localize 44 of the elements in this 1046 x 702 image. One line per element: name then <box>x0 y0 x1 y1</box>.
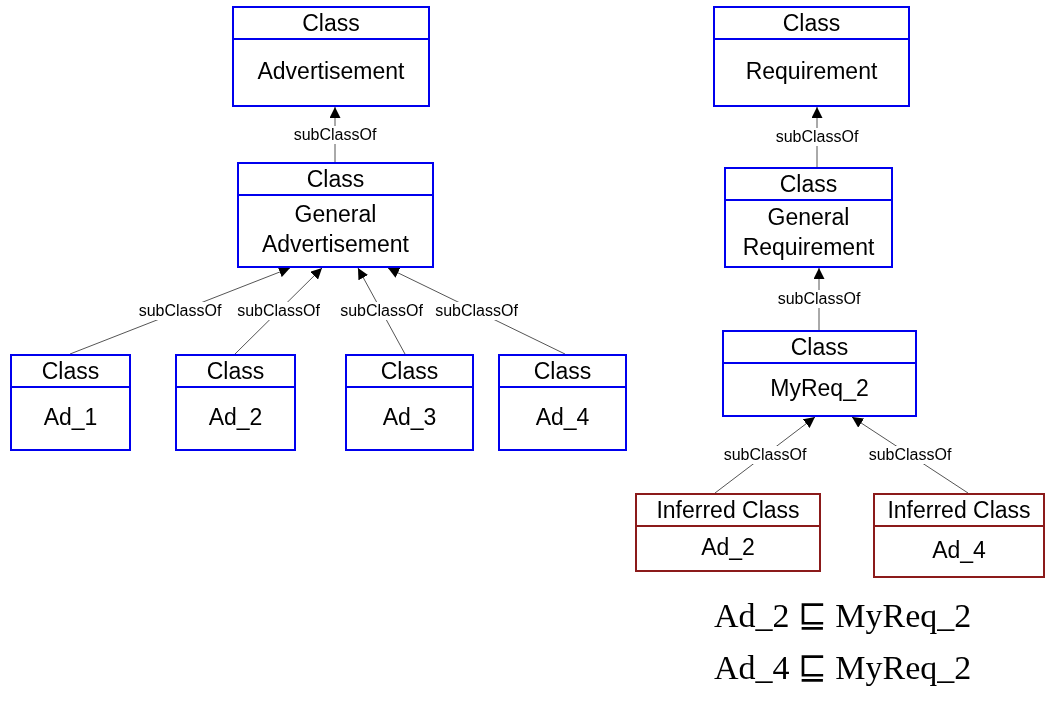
class-box <box>345 354 474 451</box>
class-stereotype: Class <box>782 10 841 36</box>
class-name: MyReq_2 <box>770 373 869 403</box>
class-name: Ad_2 <box>208 402 263 432</box>
class-box <box>713 6 910 107</box>
class-name: Advertisement <box>257 56 405 86</box>
edge-label: subClassOf <box>866 446 954 464</box>
class-name: Requirement <box>745 56 878 86</box>
class-box <box>873 493 1045 578</box>
class-stereotype: Class <box>533 358 592 384</box>
class-name: General Advertisement <box>261 200 410 259</box>
edge-label: subClassOf <box>773 128 861 146</box>
class-name: Ad_4 <box>932 535 986 565</box>
class-box <box>498 354 627 451</box>
class-stereotype: Class <box>790 334 849 360</box>
class-stereotype: Class <box>380 358 439 384</box>
class-name: Ad_2 <box>701 532 755 562</box>
subsumption-formula: Ad_2 ⊑ MyReq_2 <box>714 596 972 636</box>
class-stereotype: Class <box>206 358 265 384</box>
class-stereotype: Inferred Class <box>887 497 1031 523</box>
edge-label: subClassOf <box>136 302 224 320</box>
class-stereotype: Class <box>779 171 838 197</box>
class-name: Ad_4 <box>535 402 590 432</box>
class-stereotype: Class <box>306 166 365 192</box>
class-stereotype: Inferred Class <box>656 497 800 523</box>
class-box <box>724 167 893 268</box>
class-stereotype: Class <box>41 358 100 384</box>
edge-label: subClassOf <box>235 302 322 320</box>
edge-label: subClassOf <box>721 446 809 464</box>
class-box <box>635 493 821 572</box>
class-box <box>175 354 296 451</box>
class-box <box>237 162 434 268</box>
class-name: Ad_3 <box>382 402 437 432</box>
edge-label: subClassOf <box>775 290 863 308</box>
edge-label: subClassOf <box>291 125 379 144</box>
edge-label: subClassOf <box>338 302 425 320</box>
class-box <box>722 330 917 417</box>
class-box <box>232 6 430 107</box>
class-box <box>10 354 131 451</box>
class-name: Ad_1 <box>43 402 98 432</box>
class-stereotype: Class <box>302 10 360 36</box>
subsumption-formula: Ad_4 ⊑ MyReq_2 <box>714 648 972 688</box>
class-name: General Requirement <box>741 202 876 262</box>
edge-label: subClassOf <box>433 302 520 320</box>
